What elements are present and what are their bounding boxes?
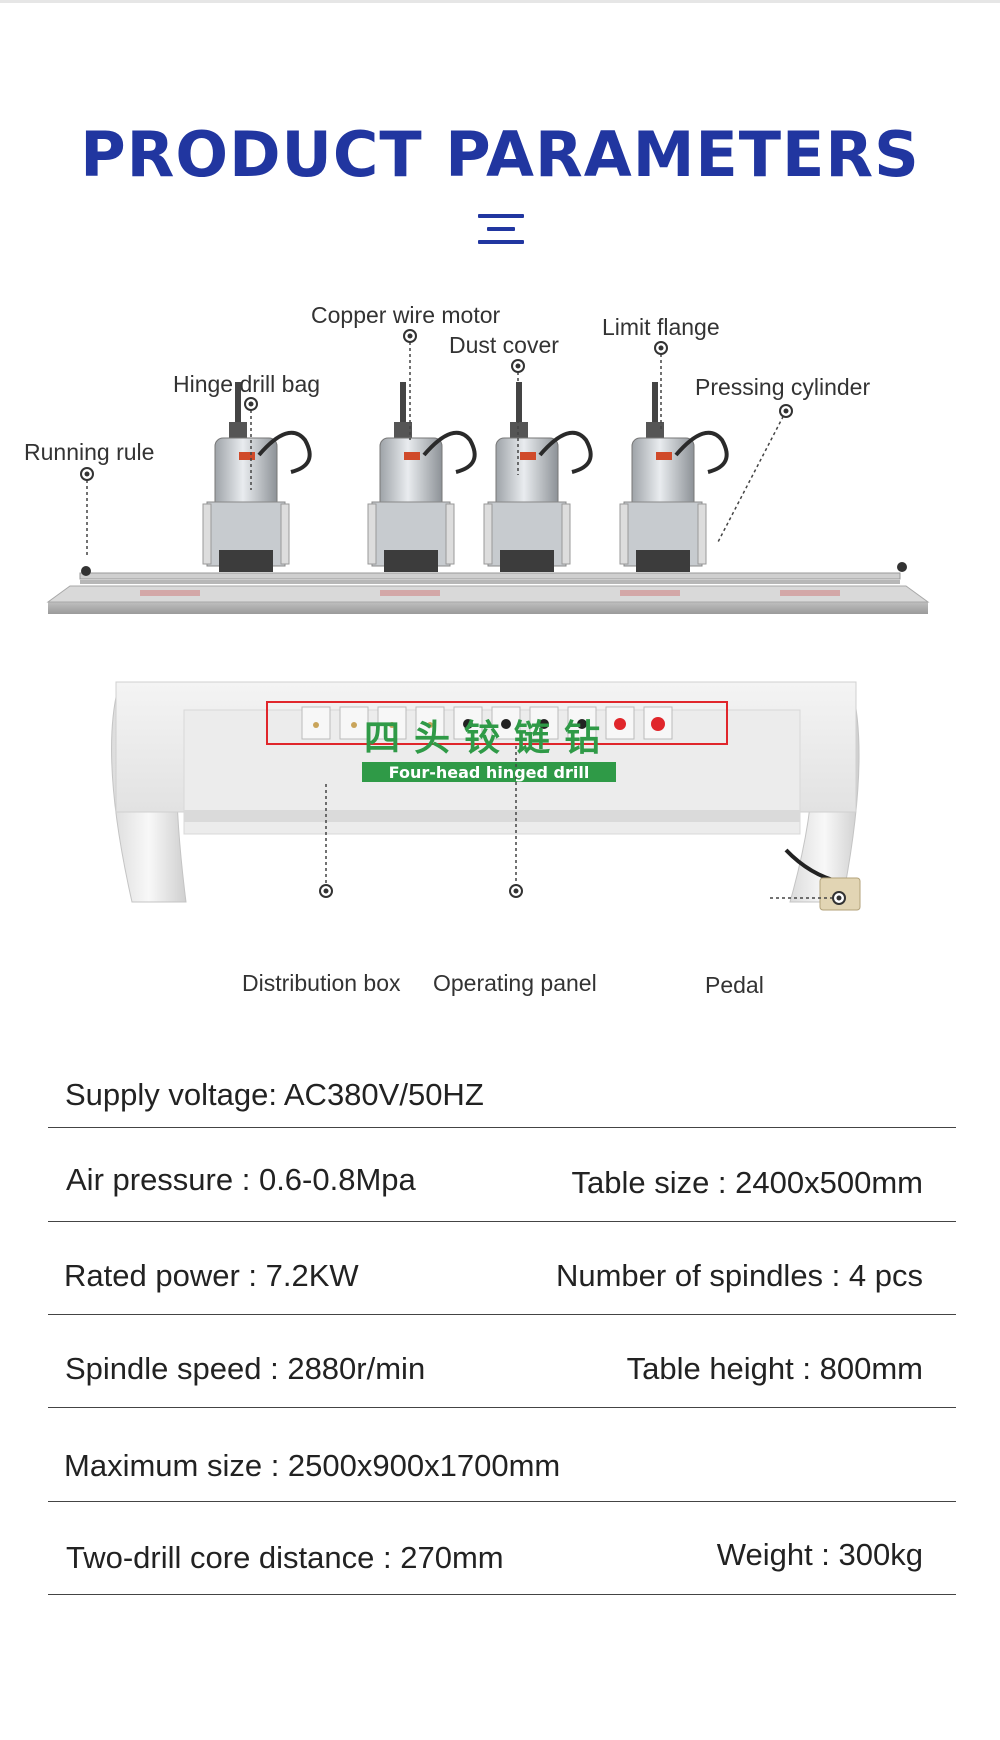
param-core-distance: Two-drill core distance : 270mm (66, 1540, 504, 1575)
param-max-size: Maximum size : 2500x900x1700mm (64, 1448, 561, 1483)
callout-pedal: Pedal (705, 972, 764, 998)
param-air-pressure: Air pressure : 0.6-0.8Mpa (66, 1162, 416, 1197)
label-plate (362, 762, 616, 782)
label-english: Four-head hinged drill (389, 763, 590, 782)
callout-hinge-drill-bag: Hinge drill bag (173, 371, 321, 397)
param-rated-power: Rated power : 7.2KW (64, 1258, 359, 1293)
menu-icon (478, 214, 524, 244)
machine-cabinet (115, 681, 857, 835)
param-weight: Weight : 300kg (716, 1537, 923, 1572)
callout-pressing-cylinder: Pressing cylinder (695, 374, 871, 400)
param-spindles: Number of spindles : 4 pcs (555, 1258, 923, 1293)
callout-running-rule: Running rule (24, 439, 155, 465)
param-row-5: Maximum size : 2500x900x1700mm (48, 1408, 956, 1502)
param-supply-voltage: Supply voltage: AC380V/50HZ (65, 1077, 484, 1112)
param-spindle-speed: Spindle speed : 2880r/min (65, 1351, 426, 1386)
callout-dust-cover: Dust cover (449, 332, 559, 358)
callout-distribution-box: Distribution box (242, 970, 401, 996)
param-row-4: Spindle speed : 2880r/min Table height :… (48, 1315, 956, 1408)
param-row-6: Two-drill core distance : 270mm Weight :… (48, 1502, 956, 1595)
page-title: PRODUCT PARAMETERS (80, 118, 920, 191)
param-row-3: Rated power : 7.2KW Number of spindles :… (48, 1222, 956, 1315)
top-divider (0, 0, 1000, 3)
machine-table (46, 562, 930, 614)
machine-illustration: 四头铰链钻 Four-head hinged drill (46, 329, 930, 911)
callout-copper-wire-motor: Copper wire motor (311, 302, 501, 328)
param-row-1: Supply voltage: AC380V/50HZ (48, 1035, 956, 1128)
callout-operating-panel: Operating panel (433, 970, 597, 996)
label-chinese: 四头铰链钻 (364, 718, 614, 759)
param-table-size: Table size : 2400x500mm (571, 1165, 923, 1200)
operating-panel (266, 701, 728, 745)
callout-limit-flange: Limit flange (602, 314, 720, 340)
param-table-height: Table height : 800mm (626, 1351, 923, 1386)
drill-heads (202, 382, 729, 572)
param-row-2: Air pressure : 0.6-0.8Mpa Table size : 2… (48, 1128, 956, 1222)
